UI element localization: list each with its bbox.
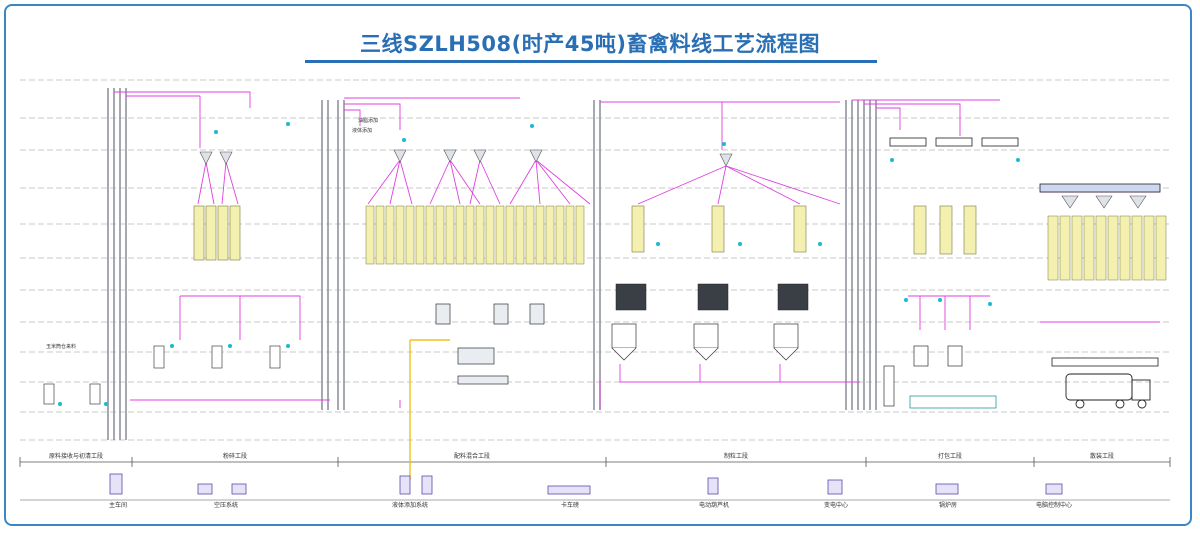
pellet-mills	[615, 283, 809, 311]
page-title: 三线SZLH508(时产45吨)畜禽料线工艺流程图	[359, 32, 821, 56]
mixer	[435, 303, 545, 385]
bucket-elevators	[107, 88, 877, 440]
facility-boiler: 锅炉房	[938, 502, 958, 509]
section-axis	[19, 457, 1171, 467]
bulk-bins	[1047, 215, 1167, 281]
grinding-bins	[193, 205, 241, 261]
batching-bins	[365, 205, 585, 265]
stage-label-bulk: 散装工段	[1089, 453, 1115, 460]
facility-air-compressor: 空压系统	[213, 502, 239, 509]
facility-liquid-adding: 液体添加系统	[391, 502, 429, 509]
stage-label-pelleting: 制粒工段	[723, 453, 749, 460]
bag-stacker	[883, 365, 895, 407]
hammer-mills	[43, 345, 281, 405]
facility-icons	[109, 473, 1063, 495]
distributor-cones	[199, 149, 1147, 209]
stage-label-intake: 原料接收与初清工段	[48, 453, 104, 460]
coolers	[611, 323, 799, 361]
diagram-frame	[4, 4, 1192, 526]
facility-power-room: 电动葫芦机	[698, 502, 730, 509]
corn-bin-label: 玉米筒仓来料	[46, 344, 77, 350]
top-conveyors	[889, 137, 1161, 367]
packing-bins	[913, 205, 977, 255]
floor-lines	[20, 79, 1170, 441]
sensor-dots	[58, 122, 1020, 406]
facility-truck-scale: 卡车磅	[560, 502, 580, 509]
title-underline	[305, 60, 877, 63]
pellet-bins	[631, 205, 807, 253]
liquid-line	[409, 339, 450, 480]
stage-label-batching: 配料混合工段	[453, 453, 491, 460]
facility-substation: 变电中心	[823, 502, 849, 509]
facility-control-center: 电脑控制中心	[1035, 502, 1073, 509]
stage-label-grinding: 粉碎工段	[222, 453, 248, 460]
facility-main-building: 主车间	[108, 502, 128, 509]
oil-label-a: 油脂添加	[358, 118, 379, 124]
packing-scales	[909, 345, 997, 409]
bulk-truck	[1065, 373, 1151, 409]
stage-label-packing: 打包工段	[937, 453, 963, 460]
oil-label-b: 液体添加	[352, 128, 373, 134]
